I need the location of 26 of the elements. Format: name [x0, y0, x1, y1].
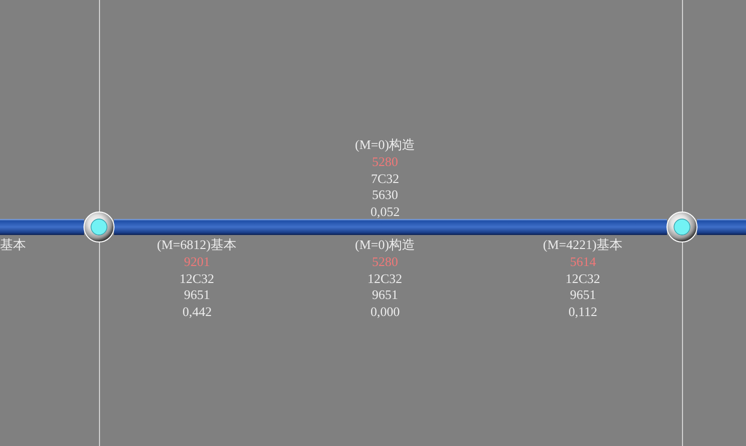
- annotation-value: 0,052: [370, 204, 400, 219]
- annotation-value: 12C32: [368, 270, 402, 286]
- annotation-value: 12C32: [180, 270, 214, 286]
- highlighted-value: 5280: [372, 154, 398, 169]
- annotation-heading: (M=0)构造: [355, 237, 416, 252]
- annotation-value: 0,112: [568, 304, 598, 319]
- beam-joint: [666, 211, 698, 243]
- highlighted-value: 9201: [184, 254, 210, 269]
- highlighted-value: 5614: [570, 254, 596, 269]
- annotation-value: 0,442: [182, 304, 212, 319]
- annotation-value: 5630: [372, 187, 398, 202]
- beam-segment: [114, 219, 667, 235]
- beam-joint: [83, 211, 115, 243]
- annotation-value: 12C32: [566, 270, 600, 286]
- annotation-value: 0,000: [370, 304, 400, 319]
- annotation-value: 9651: [372, 287, 398, 302]
- annotation-value: 9651: [570, 287, 596, 302]
- annotation-value: 9651: [184, 287, 210, 302]
- annotation-heading: 基本: [0, 237, 26, 252]
- beam-segment: [697, 219, 746, 235]
- annotation-heading: (M=0)构造: [355, 137, 416, 152]
- highlighted-value: 5280: [372, 254, 398, 269]
- annotation-heading: (M=4221)基本: [543, 237, 623, 252]
- annotation-value: 7C32: [371, 170, 400, 186]
- beam-segment: [0, 219, 84, 235]
- annotation-heading: (M=6812)基本: [157, 237, 237, 252]
